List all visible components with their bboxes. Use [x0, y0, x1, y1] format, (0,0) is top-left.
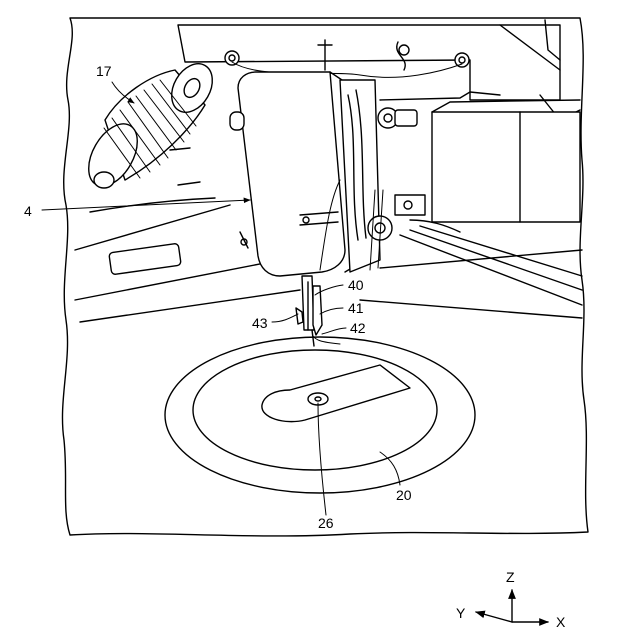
label-41: 41 — [348, 300, 364, 316]
axis-label-x: X — [556, 614, 566, 630]
upper-arm — [178, 20, 580, 120]
label-20: 20 — [396, 487, 412, 503]
label-4: 4 — [24, 203, 32, 219]
label-17: 17 — [96, 63, 112, 79]
label-42: 42 — [350, 320, 366, 336]
label-43: 43 — [252, 315, 268, 331]
tension-assembly — [340, 80, 580, 272]
label-26: 26 — [318, 515, 334, 531]
y-axis-arrow — [476, 612, 512, 622]
label-40: 40 — [348, 277, 364, 293]
axis-triad: Z Y X — [456, 569, 566, 630]
axis-label-y: Y — [456, 605, 466, 621]
table-mark-20 — [165, 337, 475, 493]
axis-label-z: Z — [506, 569, 515, 585]
